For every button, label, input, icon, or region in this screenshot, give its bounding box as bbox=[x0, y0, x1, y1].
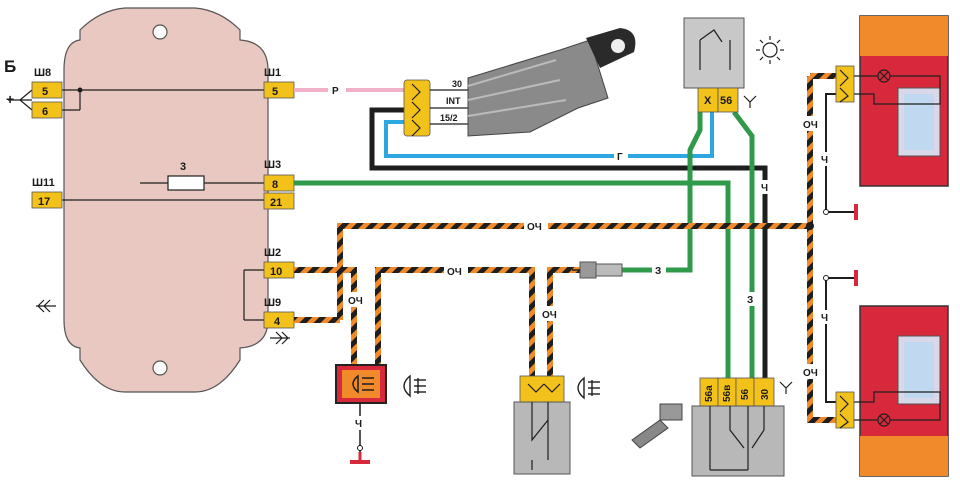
connector-sh3-label: Ш3 bbox=[264, 159, 281, 171]
light-switch-handle bbox=[631, 403, 683, 449]
svg-text:8: 8 bbox=[272, 179, 278, 191]
wire-green-main bbox=[294, 180, 731, 380]
svg-text:ОЧ: ОЧ bbox=[527, 222, 542, 233]
svg-text:Ч: Ч bbox=[761, 183, 768, 194]
connector-sh2-label: Ш2 bbox=[264, 247, 281, 259]
svg-text:30: 30 bbox=[452, 79, 462, 89]
svg-text:15/2: 15/2 bbox=[440, 113, 458, 123]
svg-text:ОЧ: ОЧ bbox=[803, 120, 818, 131]
wire-black-right-bottom bbox=[825, 277, 856, 403]
fuse-label: 3 bbox=[180, 161, 186, 173]
ignition-switch: 30 INT 15/2 bbox=[403, 28, 636, 137]
svg-text:30: 30 bbox=[760, 388, 771, 400]
fog-light-switch bbox=[513, 375, 571, 475]
svg-text:5: 5 bbox=[272, 86, 278, 98]
wire-black-ignition bbox=[369, 107, 768, 380]
svg-text:6: 6 bbox=[42, 106, 48, 118]
wire-green-short bbox=[622, 112, 703, 273]
pin-sh8-6 bbox=[31, 101, 63, 119]
pin-sh11-17 bbox=[31, 191, 63, 209]
svg-text:21: 21 bbox=[270, 197, 282, 209]
wire-blue bbox=[384, 112, 714, 158]
ground-symbol-icon bbox=[823, 204, 858, 286]
pin-sh3-8 bbox=[263, 174, 295, 192]
rear-fog-light-icon bbox=[403, 374, 426, 398]
wire-orange-black-right bbox=[807, 76, 846, 423]
svg-text:56в: 56в bbox=[722, 385, 733, 402]
connector-sh1-label: Ш1 bbox=[264, 67, 281, 79]
connector-symbol-icon bbox=[36, 299, 290, 345]
mounting-hole-bottom bbox=[152, 360, 168, 376]
svg-text:Ч: Ч bbox=[821, 313, 828, 324]
pin-sh1-5 bbox=[263, 81, 295, 99]
svg-text:17: 17 bbox=[38, 196, 50, 208]
connector-sh9-label: Ш9 bbox=[264, 297, 281, 309]
svg-text:Р: Р bbox=[332, 86, 339, 97]
mounting-hole-top bbox=[152, 24, 168, 40]
svg-text:ОЧ: ОЧ bbox=[542, 310, 557, 321]
rear-lamp-top bbox=[835, 15, 949, 187]
light-bulb-icon bbox=[756, 36, 784, 64]
svg-text:Г: Г bbox=[617, 152, 623, 163]
pin-sh3-21 bbox=[263, 192, 295, 210]
connector-sh8-label: Ш8 bbox=[34, 67, 51, 79]
connector-symbol-icon bbox=[743, 95, 757, 108]
fog-light-relay: X 56 bbox=[683, 17, 745, 113]
pin-sh8-5 bbox=[31, 81, 63, 99]
svg-text:З: З bbox=[747, 295, 753, 306]
svg-text:10: 10 bbox=[270, 266, 282, 278]
light-switch: 56a 56в 56 30 bbox=[691, 377, 785, 477]
svg-text:Ч: Ч bbox=[355, 419, 362, 430]
wire-orange-black-left bbox=[294, 267, 357, 365]
svg-text:5: 5 bbox=[42, 86, 48, 98]
svg-text:ОЧ: ОЧ bbox=[803, 368, 818, 379]
wire-orange-black-mid bbox=[375, 267, 535, 380]
connector-sh11-label: Ш11 bbox=[32, 177, 55, 189]
svg-text:ОЧ: ОЧ bbox=[348, 296, 363, 307]
fuse bbox=[167, 175, 205, 191]
connector-symbol-icon bbox=[779, 381, 793, 394]
sensor bbox=[572, 261, 623, 279]
rear-lamp-bottom bbox=[835, 305, 949, 477]
svg-text:Ч: Ч bbox=[821, 155, 828, 166]
svg-text:56a: 56a bbox=[704, 385, 715, 402]
block-letter: Б bbox=[4, 57, 16, 76]
svg-text:56: 56 bbox=[720, 95, 732, 107]
junction-dot-right bbox=[806, 222, 814, 230]
plus-sign: + bbox=[6, 91, 14, 107]
svg-text:З: З bbox=[655, 266, 661, 277]
svg-text:X: X bbox=[704, 95, 712, 107]
wire-green-56 bbox=[732, 110, 755, 380]
svg-text:4: 4 bbox=[274, 316, 281, 328]
svg-text:ОЧ: ОЧ bbox=[447, 267, 462, 278]
rear-fog-lamp bbox=[335, 364, 387, 464]
svg-text:56: 56 bbox=[740, 388, 751, 400]
svg-text:INT: INT bbox=[446, 96, 461, 106]
rear-fog-light-icon-2 bbox=[577, 376, 600, 400]
wire-orange-black-top bbox=[337, 223, 810, 320]
junction-dot bbox=[77, 87, 83, 93]
